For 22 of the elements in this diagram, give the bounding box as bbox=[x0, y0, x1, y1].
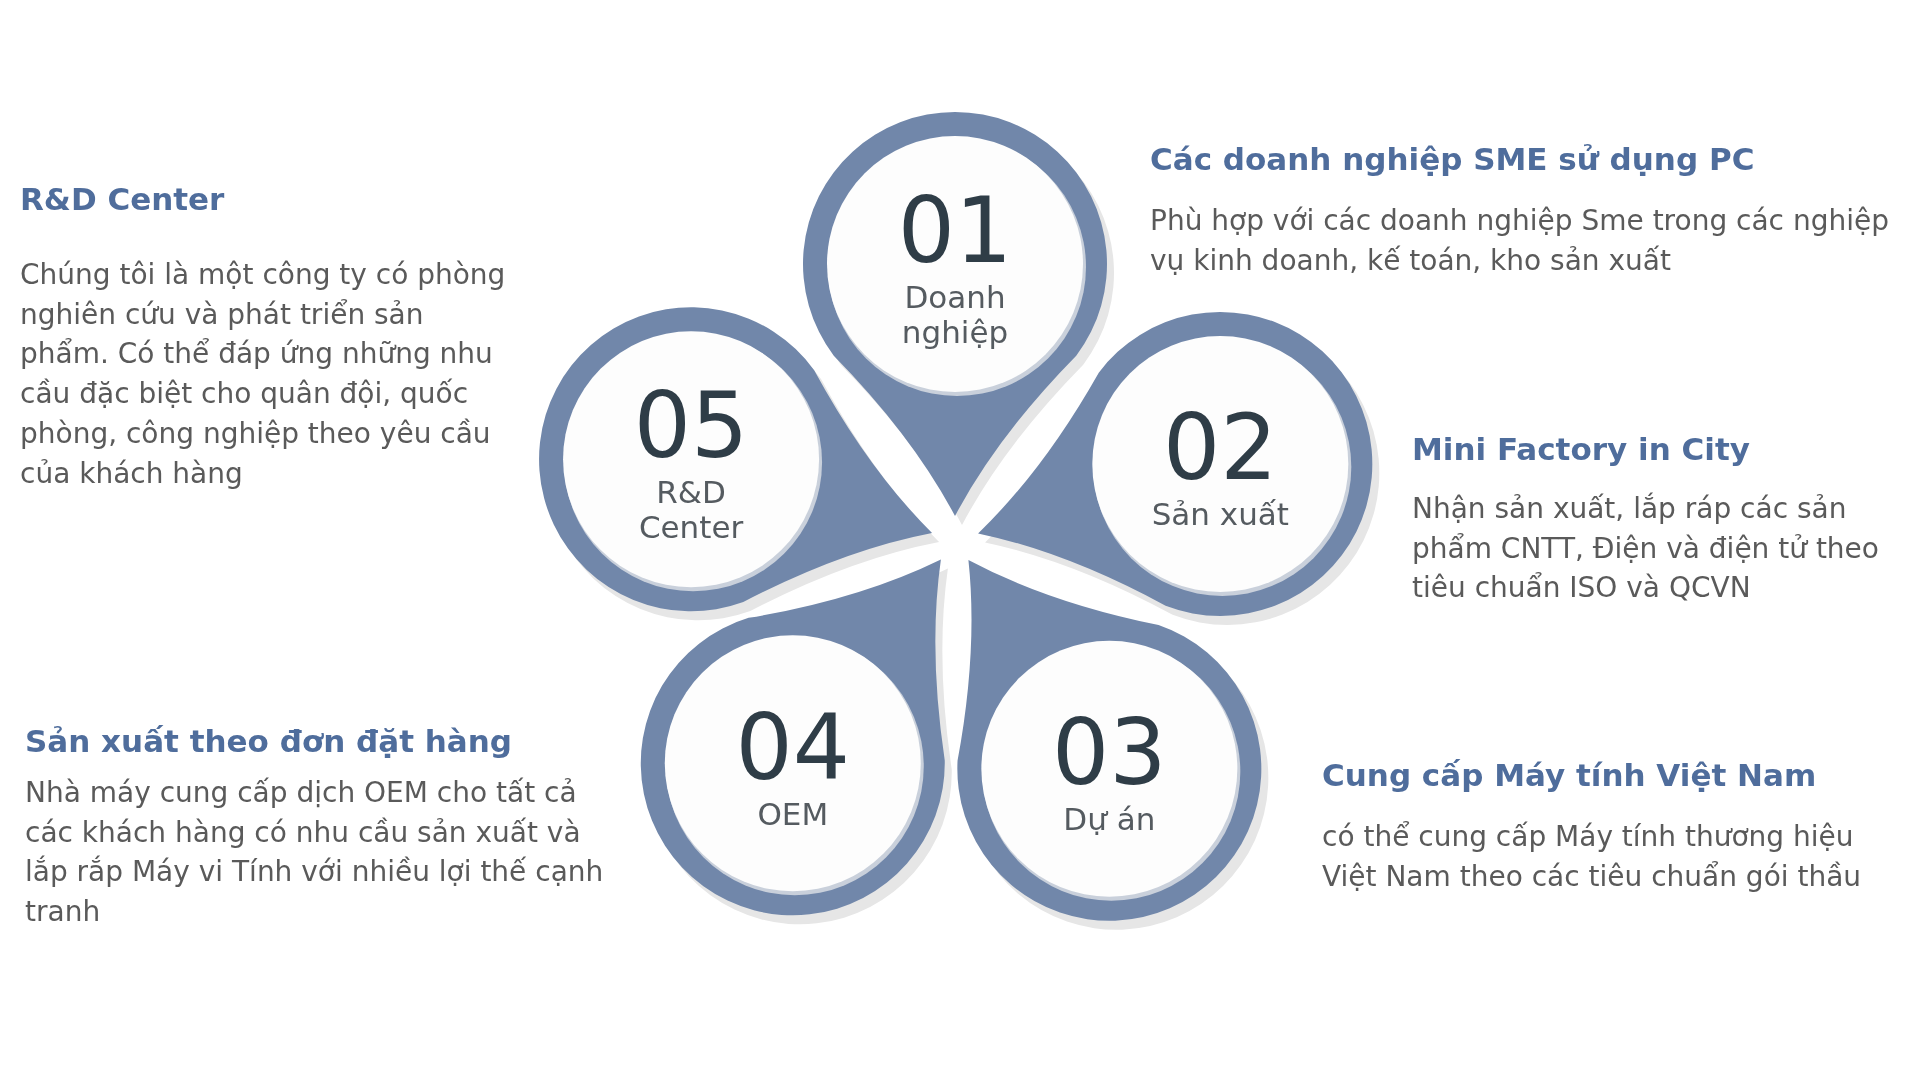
step-label: Dự án bbox=[1063, 802, 1156, 838]
section-heading: Cung cấp Máy tính Việt Nam bbox=[1322, 756, 1818, 795]
step-label: Sản xuất bbox=[1151, 497, 1289, 533]
step-number: 04 bbox=[735, 702, 851, 793]
description-text: có thể cung cấp Máy tính thương hiệu Việt Nam theo các tiêu chuẩn gói thầu bbox=[1322, 818, 1863, 895]
description-text: Nhà máy cung cấp dịch OEM cho tất cả các khách hàng có nhu cầu sản xuất và lắp rắp Máy vi Tính với nhiều lợi thế cạnh tranh bbox=[25, 774, 605, 930]
step-label: R&D Center bbox=[637, 475, 745, 546]
section-heading: Sản xuất theo đơn đặt hàng bbox=[25, 722, 514, 761]
step-number: 03 bbox=[1052, 708, 1167, 799]
step-label: Doanh nghiệp bbox=[900, 280, 1010, 350]
description-text: Nhận sản xuất, lắp ráp các sản phẩm CNTT, Điện và điện tử theo tiêu chuẩn ISO và QCVN bbox=[1412, 490, 1880, 607]
section-heading: R&D Center bbox=[20, 180, 226, 219]
teardrop-pin bbox=[956, 558, 1270, 931]
section-heading: Các doanh nghiệp SME sử dụng PC bbox=[1150, 140, 1756, 179]
step-number: 05 bbox=[633, 381, 749, 472]
section-heading: Mini Factory in City bbox=[1412, 430, 1751, 469]
step-number: 02 bbox=[1163, 403, 1278, 494]
description-text: Chúng tôi là một công ty có phòng nghiên cứu và phát triển sản phẩm. Có thể đáp ứng những nhu cầu đặc biệt cho quân đội, quốc phòng, công nghiệp theo yêu cầu của khách hàng bbox=[20, 256, 507, 492]
teardrop-pin bbox=[639, 558, 953, 926]
step-label: OEM bbox=[757, 796, 829, 832]
step-number: 01 bbox=[897, 186, 1013, 276]
description-text: Phù hợp với các doanh nghiệp Sme trong các nghiệp vụ kinh doanh, kế toán, kho sản xuất bbox=[1150, 202, 1890, 279]
